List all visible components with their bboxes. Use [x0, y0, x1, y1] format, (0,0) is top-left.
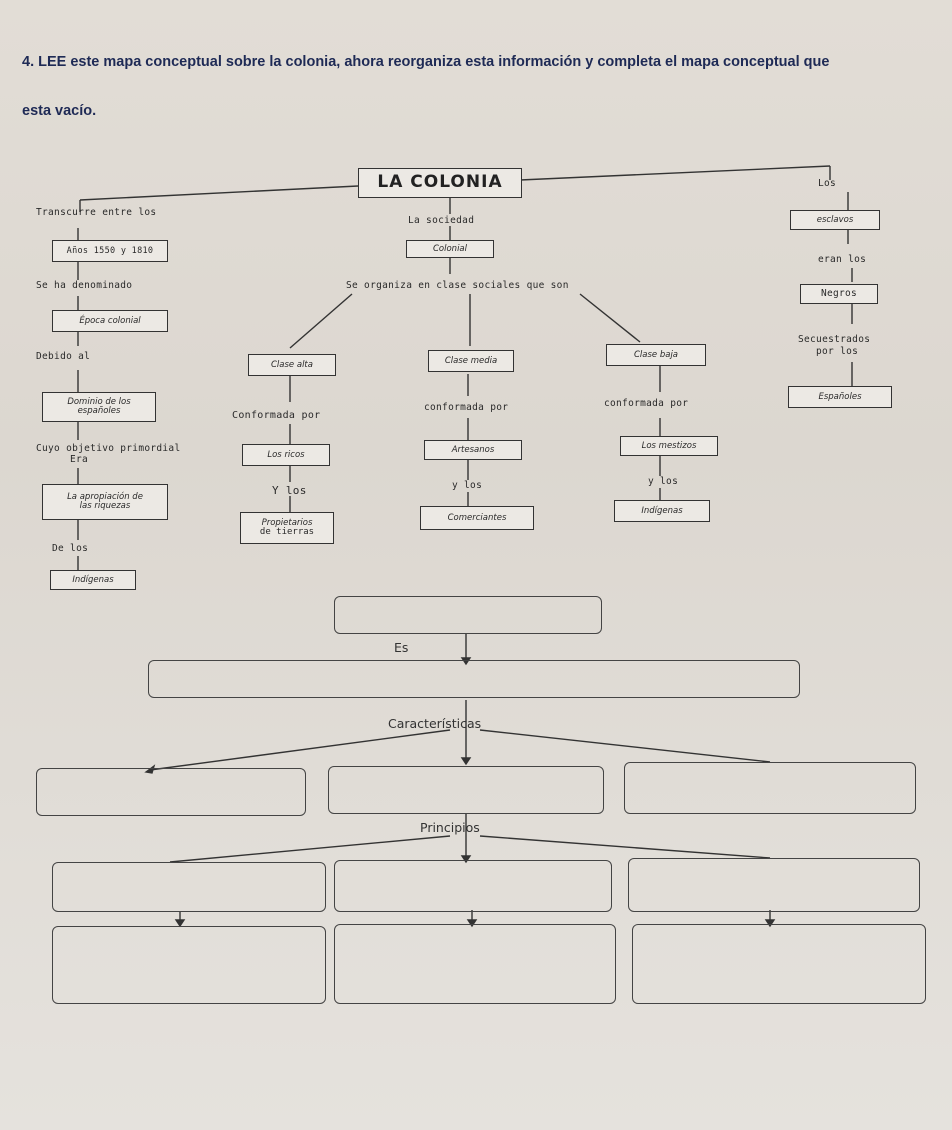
label-principios: Principios — [420, 820, 480, 835]
box-propietarios: Propietarios de tierras — [240, 512, 334, 544]
box-indigenas-baja: Indígenas — [614, 500, 710, 522]
label-objetivo: Cuyo objetivo primordial — [36, 443, 181, 454]
box-clase-baja: Clase baja — [606, 344, 706, 366]
label-organiza: Se organiza en clase sociales que son — [346, 280, 569, 291]
box-propietarios-text-1: Propietarios — [261, 517, 313, 528]
label-conformada-media: conformada por — [424, 402, 509, 413]
label-transcurre: Transcurre entre los — [36, 207, 157, 218]
instruction-line-2: esta vacío. — [22, 103, 97, 119]
box-dominio: Dominio de los españoles — [42, 392, 156, 422]
label-ylos-baja: y los — [648, 476, 679, 487]
box-apropiacion-text-1: La apropiación de — [67, 492, 143, 503]
empty-box-principio-1[interactable] — [52, 862, 326, 912]
box-apropiacion: La apropiación de las riquezas — [42, 484, 168, 520]
empty-box-es[interactable] — [148, 660, 800, 698]
label-ylos-alta: Y los — [272, 484, 307, 497]
box-clase-alta: Clase alta — [248, 354, 336, 376]
box-dominio-text-1: Dominio de los — [67, 397, 131, 408]
box-apropiacion-text-2: las riquezas — [79, 501, 131, 511]
label-es: Es — [394, 640, 409, 655]
box-clase-media-text: Clase media — [444, 355, 498, 366]
box-mestizos-text: Los mestizos — [641, 440, 697, 451]
empty-box-detalle-2[interactable] — [334, 924, 616, 1004]
box-clase-alta-text: Clase alta — [271, 359, 313, 370]
label-era: Era — [70, 454, 89, 465]
label-delos: De los — [52, 543, 89, 554]
box-anos-text: Años 1550 y 1810 — [66, 245, 154, 256]
box-ricos-text: Los ricos — [267, 449, 305, 460]
label-porlos: por los — [816, 346, 859, 357]
box-artesanos-text: Artesanos — [451, 444, 495, 455]
box-dominio-text-2: españoles — [77, 406, 121, 416]
box-esclavos: esclavos — [790, 210, 880, 230]
box-comerciantes: Comerciantes — [420, 506, 534, 530]
label-conformada-baja: conformada por — [604, 398, 689, 409]
label-caracteristicas: Características — [388, 716, 482, 731]
empty-box-top[interactable] — [334, 596, 602, 634]
box-clase-baja-text: Clase baja — [633, 349, 679, 360]
box-mestizos: Los mestizos — [620, 436, 718, 456]
box-propietarios-text-2: de tierras — [259, 526, 315, 537]
label-conformada-alta: Conformada por — [232, 410, 321, 421]
box-negros: Negros — [800, 284, 878, 304]
map-title: LA COLONIA — [377, 172, 503, 193]
box-indigenas-left-text: Indígenas — [72, 574, 114, 585]
empty-box-caracteristica-1[interactable] — [36, 768, 306, 816]
instruction-line-1: 4. LEE este mapa conceptual sobre la col… — [22, 54, 830, 70]
empty-box-principio-2[interactable] — [334, 860, 612, 912]
box-colonial: Colonial — [406, 240, 494, 258]
box-indigenas-left: Indígenas — [50, 570, 136, 590]
label-sociedad: La sociedad — [408, 215, 475, 226]
box-espanoles-text: Españoles — [818, 391, 862, 402]
box-artesanos: Artesanos — [424, 440, 522, 460]
label-los: Los — [818, 178, 837, 189]
box-epoca: Época colonial — [52, 310, 168, 332]
map-title-box: LA COLONIA — [358, 168, 522, 198]
box-indigenas-baja-text: Indígenas — [641, 505, 683, 516]
box-colonial-text: Colonial — [432, 243, 468, 254]
label-denominado: Se ha denominado — [36, 280, 133, 291]
label-ylos-media: y los — [452, 480, 483, 491]
empty-box-caracteristica-2[interactable] — [328, 766, 604, 814]
empty-box-principio-3[interactable] — [628, 858, 920, 912]
empty-box-detalle-3[interactable] — [632, 924, 926, 1004]
box-clase-media: Clase media — [428, 350, 514, 372]
box-negros-text: Negros — [820, 288, 858, 300]
empty-box-caracteristica-3[interactable] — [624, 762, 916, 814]
box-espanoles: Españoles — [788, 386, 892, 408]
label-secuestrados: Secuestrados — [798, 334, 871, 345]
label-debido: Debido al — [36, 351, 91, 362]
label-eran: eran los — [818, 254, 867, 265]
empty-box-detalle-1[interactable] — [52, 926, 326, 1004]
box-esclavos-text: esclavos — [816, 214, 854, 225]
box-ricos: Los ricos — [242, 444, 330, 466]
box-epoca-text: Época colonial — [79, 315, 141, 326]
box-anos: Años 1550 y 1810 — [52, 240, 168, 262]
box-comerciantes-text: Comerciantes — [447, 512, 507, 523]
